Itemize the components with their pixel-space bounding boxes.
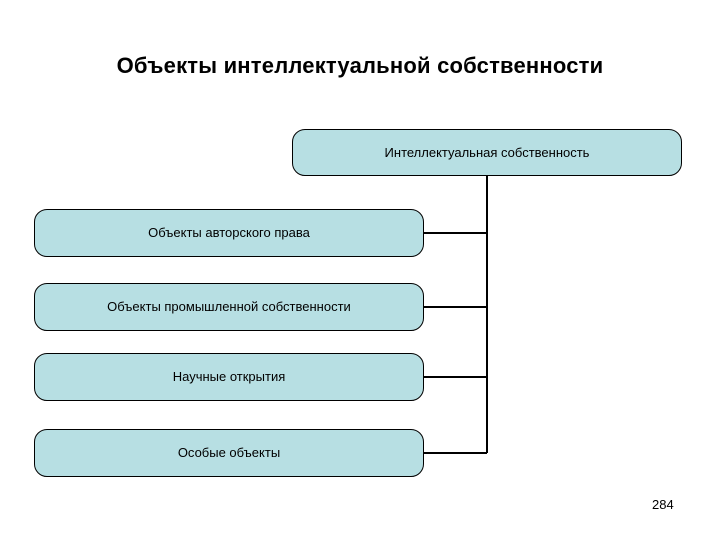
- page-number: 284: [652, 497, 674, 512]
- diagram-node-child-3[interactable]: Особые объекты: [34, 429, 424, 477]
- diagram-node-root-label: Интеллектуальная собственность: [384, 144, 590, 160]
- diagram-node-child-2-label: Научные открытия: [172, 369, 286, 384]
- diagram-node-child-1-label: Объекты промышленной собственности: [107, 299, 351, 314]
- diagram-node-child-0[interactable]: Объекты авторского права: [34, 209, 424, 257]
- diagram-node-child-1[interactable]: Объекты промышленной собственности: [34, 283, 424, 331]
- diagram-node-child-3-label: Особые объекты: [177, 445, 281, 460]
- diagram-node-child-2[interactable]: Научные открытия: [34, 353, 424, 401]
- diagram-node-child-0-label: Объекты авторского права: [148, 225, 310, 240]
- diagram-node-root[interactable]: Интеллектуальная собственность: [292, 129, 682, 176]
- page-title: Объекты интеллектуальной собственности: [116, 53, 604, 78]
